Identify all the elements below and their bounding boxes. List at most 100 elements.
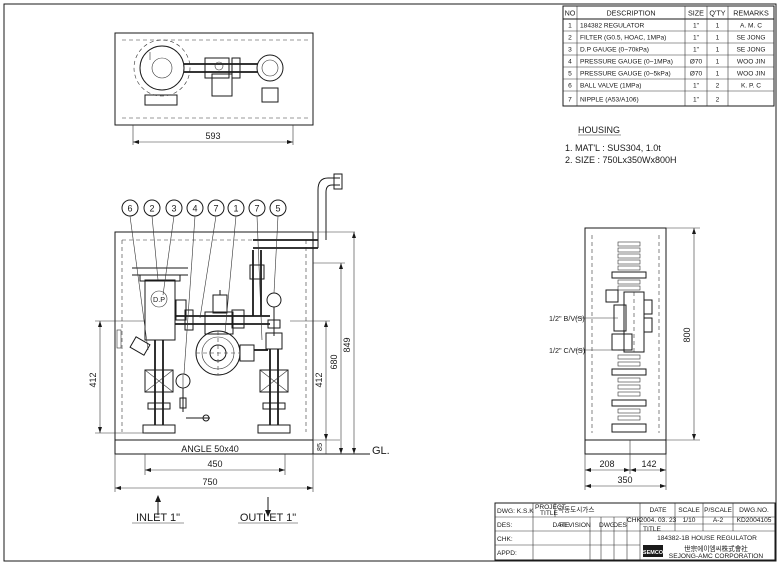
company-name-korean: 世宗에이엠씨株式會社 (684, 544, 748, 553)
date-header: DATE (649, 507, 667, 514)
sheet-border (3, 3, 777, 562)
dim-front-750: 750 (202, 477, 217, 487)
dim-side-350: 350 (617, 475, 632, 485)
bom-cell: 1" (693, 23, 700, 30)
dim-front-left-412: 412 (88, 372, 98, 387)
bom-cell: 1 (716, 71, 720, 78)
inlet-label: INLET 1" (136, 512, 180, 524)
bom-cell: Ø70 (690, 59, 703, 66)
bom-cell: 1 (716, 23, 720, 30)
housing-line-2: 2. SIZE : 750Lx350Wx800H (565, 155, 677, 165)
dwg-no-header: DWG.NO. (739, 507, 769, 514)
bom-cell: 7 (568, 97, 572, 104)
date-value: 2004. 03. 23 (640, 517, 677, 524)
pscale-value: A-2 (713, 517, 724, 524)
scale-value: 1/10 (683, 517, 696, 524)
appd-label: APPD: (497, 550, 517, 557)
chk-label: CHK: (497, 536, 513, 543)
balloon-label: 4 (192, 204, 197, 214)
balloon-label: 5 (275, 204, 280, 214)
bom-cell: NIPPLE (A53/A106) (580, 97, 639, 104)
housing-note: HOUSING 1. MAT'L : SUS304, 1.0t 2. SIZE … (565, 125, 677, 165)
ball-valve-label: 1/2" B/V(S) (549, 314, 585, 323)
balloon-4: 4 (183, 199, 204, 375)
top-view: 593 (114, 32, 314, 145)
balloon-5: 5 (269, 199, 287, 294)
bom-cell: 1 (568, 23, 572, 30)
bom-cell: 1 (716, 59, 720, 66)
dwg-header: DWG (599, 522, 615, 529)
ground-level-label: GL. (372, 445, 390, 457)
project-label: PROJECT (535, 504, 566, 511)
check-valve-label: 1/2" C/V(S) (549, 346, 585, 355)
project-name: 극동도시가스 (558, 505, 594, 514)
bom-cell: K. P. C (741, 83, 761, 90)
dim-front-total: 849 (342, 337, 352, 352)
filter-stack (611, 241, 647, 291)
bom-cell: A. M. C (740, 23, 762, 30)
drawing-title: 184382-1B HOUSE REGULATOR (657, 535, 757, 542)
bom-header-description: DESCRIPTION (606, 9, 655, 18)
bom-cell: 5 (568, 71, 572, 78)
balloon-7-right: 7 (248, 199, 266, 341)
balloon-label: 6 (127, 204, 132, 214)
dim-front-450: 450 (207, 459, 222, 469)
bom-cell: FILTER (G0.5, HOAC, 1MPa) (580, 35, 666, 42)
housing-title: HOUSING (578, 125, 620, 135)
bom-cell: PRESSURE GAUGE (0~1MPa) (580, 59, 673, 66)
dim-top-width: 593 (205, 131, 220, 141)
des-header: DES (613, 522, 627, 529)
bom-cell: 6 (568, 83, 572, 90)
bom-cell: 1" (693, 97, 700, 104)
bom-cell: 1" (693, 83, 700, 90)
bom-header-qty: Q'TY (709, 9, 725, 18)
bom-cell: 1" (693, 47, 700, 54)
scale-header: SCALE (678, 507, 700, 514)
bom-cell: 1 (716, 47, 720, 54)
bom-cell: 4 (568, 59, 572, 66)
balloon-label: 2 (149, 204, 154, 214)
lower-stack (611, 354, 647, 433)
company-name-english: SEJONG-AMC CORPORATION (669, 553, 764, 560)
bom-cell: SE JONG (737, 47, 766, 54)
bom-header-remarks: REMARKS (733, 9, 769, 18)
bom-cell: 1" (693, 35, 700, 42)
bom-cell: Ø70 (690, 71, 703, 78)
bom-table: NO DESCRIPTION SIZE Q'TY REMARKS 1 18438… (562, 5, 775, 107)
balloon-6: 6 (121, 199, 149, 351)
balloon-label: 7 (254, 204, 259, 214)
bom-cell: BALL VALVE (1MPa) (580, 83, 641, 90)
balloon-label: 7 (213, 204, 218, 214)
side-view: 1/2" B/V(S) 1/2" C/V(S) 800 208 142 350 (549, 227, 700, 490)
company-logo (643, 545, 663, 557)
bom-cell: SE JONG (737, 35, 766, 42)
balloon-3: 3 (162, 199, 183, 296)
dim-front-base: 85 (315, 443, 324, 451)
title-label: TITLE (540, 510, 559, 517)
bom-cell: 2 (716, 83, 720, 90)
bom-cell: 1 (716, 35, 720, 42)
outlet-label: OUTLET 1" (240, 512, 296, 524)
balloon-label: 3 (171, 204, 176, 214)
title-cell: TITLE (643, 526, 662, 533)
title-block: DWG: K.S.K DES: CHK: APPD: PROJECT TITLE… (494, 502, 776, 561)
bom-cell: D.P GAUGE (0~70kPa) (580, 47, 649, 54)
dim-front-right-412: 412 (314, 372, 324, 387)
revision-header: REVISION (559, 522, 591, 529)
balloon-2: 2 (143, 199, 161, 281)
balloon-1: 1 (224, 199, 245, 334)
balloon-7-left: 7 (199, 199, 225, 319)
dim-side-800: 800 (682, 327, 692, 342)
bom-cell: 184382 REGULATOR (580, 23, 644, 30)
rev-date-header: DATE (552, 522, 570, 529)
des-label: DES: (497, 522, 513, 529)
dwg-no-value: KD2004105 (737, 517, 772, 524)
bom-cell: 3 (568, 47, 572, 54)
bom-header-no: NO (565, 9, 576, 18)
dp-label: D.P (153, 295, 165, 304)
bom-cell: 2 (568, 35, 572, 42)
front-view: D.P (88, 173, 390, 524)
chk-cell: CHK (627, 517, 642, 524)
bom-cell: PRESSURE GAUGE (0~5kPa) (580, 71, 671, 78)
